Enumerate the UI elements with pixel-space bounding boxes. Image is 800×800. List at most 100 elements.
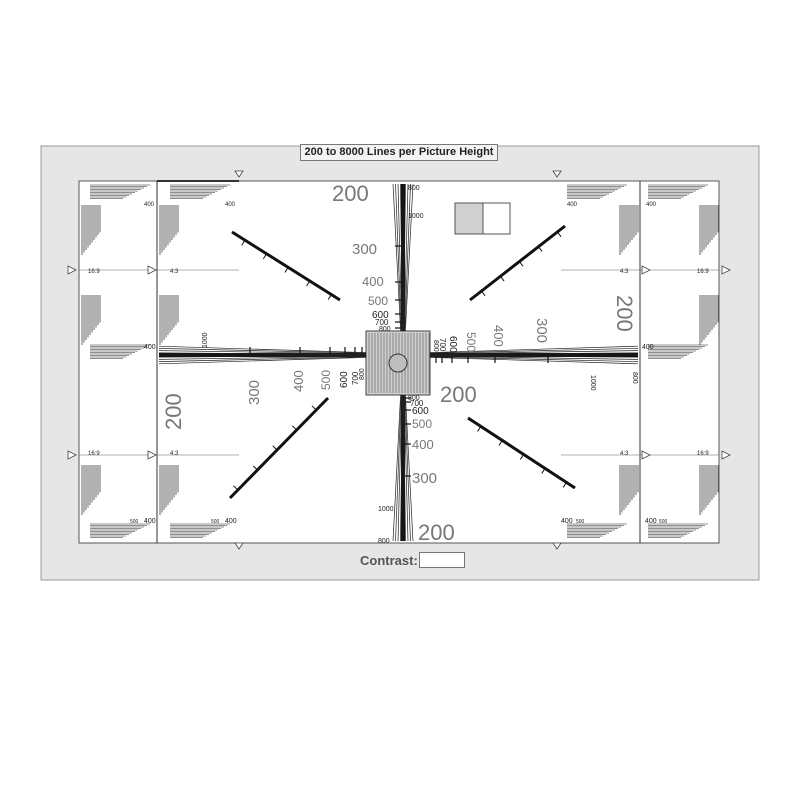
edge-marker bbox=[721, 265, 731, 275]
wedge-lines bbox=[158, 183, 639, 542]
wedge-top-line bbox=[403, 183, 406, 332]
corner-label-400-tr: 400 bbox=[567, 202, 578, 208]
right-scale-400: 400 bbox=[491, 325, 506, 347]
wedge-right-line bbox=[429, 356, 639, 362]
bottom-scale-400: 400 bbox=[412, 437, 434, 452]
edge-marker bbox=[67, 450, 77, 460]
corner-label-400-mr: 400 bbox=[642, 344, 654, 351]
wedge-left-line bbox=[158, 348, 367, 354]
corner-label-400-br2: 400 bbox=[645, 518, 657, 525]
left-scale-800: 800 bbox=[359, 368, 366, 380]
right-scale-700: 700 bbox=[438, 338, 447, 352]
diagonal-tick bbox=[562, 482, 567, 488]
corner-label-400-br: 400 bbox=[561, 518, 573, 525]
top-scale-600: 600 bbox=[372, 310, 389, 321]
diagonal-bar bbox=[228, 396, 330, 500]
wedge-bottom-line bbox=[392, 394, 401, 542]
corner-label-500-br2: 500 bbox=[659, 519, 668, 525]
corner-label-group: 400 400 400 400 400 400 400 400 500 500 … bbox=[130, 202, 668, 525]
wedge-left-line bbox=[158, 350, 367, 355]
diagonal-tick bbox=[284, 267, 289, 273]
diagonal-tick bbox=[233, 485, 239, 491]
wedge-left-line bbox=[158, 356, 367, 362]
edge-marker bbox=[721, 450, 731, 460]
scale-ticks bbox=[249, 245, 549, 477]
wedge-right-line bbox=[429, 345, 639, 353]
diagonal-tick bbox=[327, 294, 332, 300]
diagonal-tick bbox=[306, 280, 311, 287]
aspect-16-9-br: 16:9 bbox=[697, 451, 709, 457]
bottom-scale-500: 500 bbox=[412, 417, 432, 431]
edge-marker bbox=[234, 170, 244, 178]
edge-marker bbox=[552, 170, 562, 178]
chart-title: 200 to 8000 Lines per Picture Height bbox=[300, 144, 498, 161]
wedge-top-line bbox=[403, 183, 409, 332]
wedge-bottom-1000: 1000 bbox=[378, 506, 394, 513]
left-scale-600: 600 bbox=[339, 371, 350, 388]
contrast-label: Contrast: bbox=[360, 553, 418, 568]
bottom-scale-300: 300 bbox=[412, 470, 437, 487]
corner-label-400-bl2: 400 bbox=[225, 518, 237, 525]
wedge-right-1000: 1000 bbox=[589, 375, 596, 391]
wedge-top-line bbox=[395, 183, 402, 332]
aspect-16-9-tl: 16:9 bbox=[88, 269, 100, 275]
wedge-top-line bbox=[400, 183, 403, 332]
wedge-top-line bbox=[405, 183, 414, 332]
aspect-4-3-tl: 4:3 bbox=[170, 269, 179, 275]
wedge-right-line bbox=[429, 355, 639, 358]
diagonal-tick bbox=[477, 426, 482, 432]
wedge-bottom-line bbox=[397, 394, 403, 542]
edge-markers bbox=[67, 170, 731, 550]
wedge-bottom-800: 800 bbox=[378, 538, 390, 545]
diagonal-tick bbox=[498, 440, 503, 446]
wedge-bottom-line bbox=[404, 394, 411, 542]
diagonal-tick bbox=[292, 425, 297, 431]
wedge-bottom-line bbox=[403, 394, 406, 542]
wedge-right-line bbox=[429, 357, 639, 365]
corner-label-400-tr2: 400 bbox=[646, 202, 657, 208]
corner-patterns bbox=[79, 184, 719, 538]
wedge-bottom-line bbox=[400, 394, 403, 542]
wedge-right-line bbox=[429, 352, 639, 355]
aspect-4-3-tr: 4:3 bbox=[620, 269, 629, 275]
edge-marker bbox=[641, 265, 651, 275]
wedge-right-line bbox=[429, 350, 639, 355]
corner-label-500-br: 500 bbox=[576, 519, 585, 525]
edge-marker bbox=[147, 450, 157, 460]
wedge-top-800: 800 bbox=[408, 185, 420, 192]
big-label-200-top-left: 200 bbox=[332, 181, 369, 206]
top-scale-800: 800 bbox=[379, 326, 391, 333]
left-scale-300: 300 bbox=[246, 380, 263, 405]
contrast-value-box bbox=[419, 552, 465, 568]
top-scale-700: 700 bbox=[375, 318, 389, 327]
corner-label-500-bl: 500 bbox=[130, 519, 139, 525]
left-scale-500: 500 bbox=[319, 370, 333, 390]
wedge-left-line bbox=[158, 355, 367, 360]
edge-marker bbox=[147, 265, 157, 275]
diagonal-bar bbox=[467, 416, 576, 490]
diagonal-tick bbox=[481, 290, 486, 297]
diagonal-tick bbox=[500, 276, 505, 282]
diagonal-tick bbox=[519, 454, 525, 460]
wedge-bottom-line bbox=[405, 394, 414, 542]
wedge-right-line bbox=[429, 348, 639, 354]
wedge-bottom-line bbox=[403, 394, 409, 542]
right-scale-300: 300 bbox=[533, 318, 550, 343]
top-scale-300: 300 bbox=[352, 241, 377, 258]
corner-label-400-bl: 400 bbox=[144, 518, 156, 525]
big-label-200-center: 200 bbox=[440, 382, 477, 407]
big-label-200-bottom: 200 bbox=[418, 520, 455, 545]
diagonal-tick bbox=[519, 261, 524, 267]
right-scale-600: 600 bbox=[447, 336, 458, 353]
white-patch bbox=[482, 202, 511, 235]
diagonal-tick bbox=[311, 405, 317, 411]
edge-marker bbox=[234, 542, 244, 550]
corner-label-500-bl2: 500 bbox=[211, 519, 220, 525]
wedge-right-800: 800 bbox=[631, 372, 638, 384]
aspect-4-3-br: 4:3 bbox=[620, 451, 629, 457]
wedge-left-line bbox=[158, 345, 367, 353]
diagonal-tick bbox=[272, 445, 278, 451]
diagonal-tick bbox=[557, 231, 562, 237]
diagonal-tick bbox=[241, 239, 246, 246]
wedge-left-line bbox=[158, 355, 367, 358]
